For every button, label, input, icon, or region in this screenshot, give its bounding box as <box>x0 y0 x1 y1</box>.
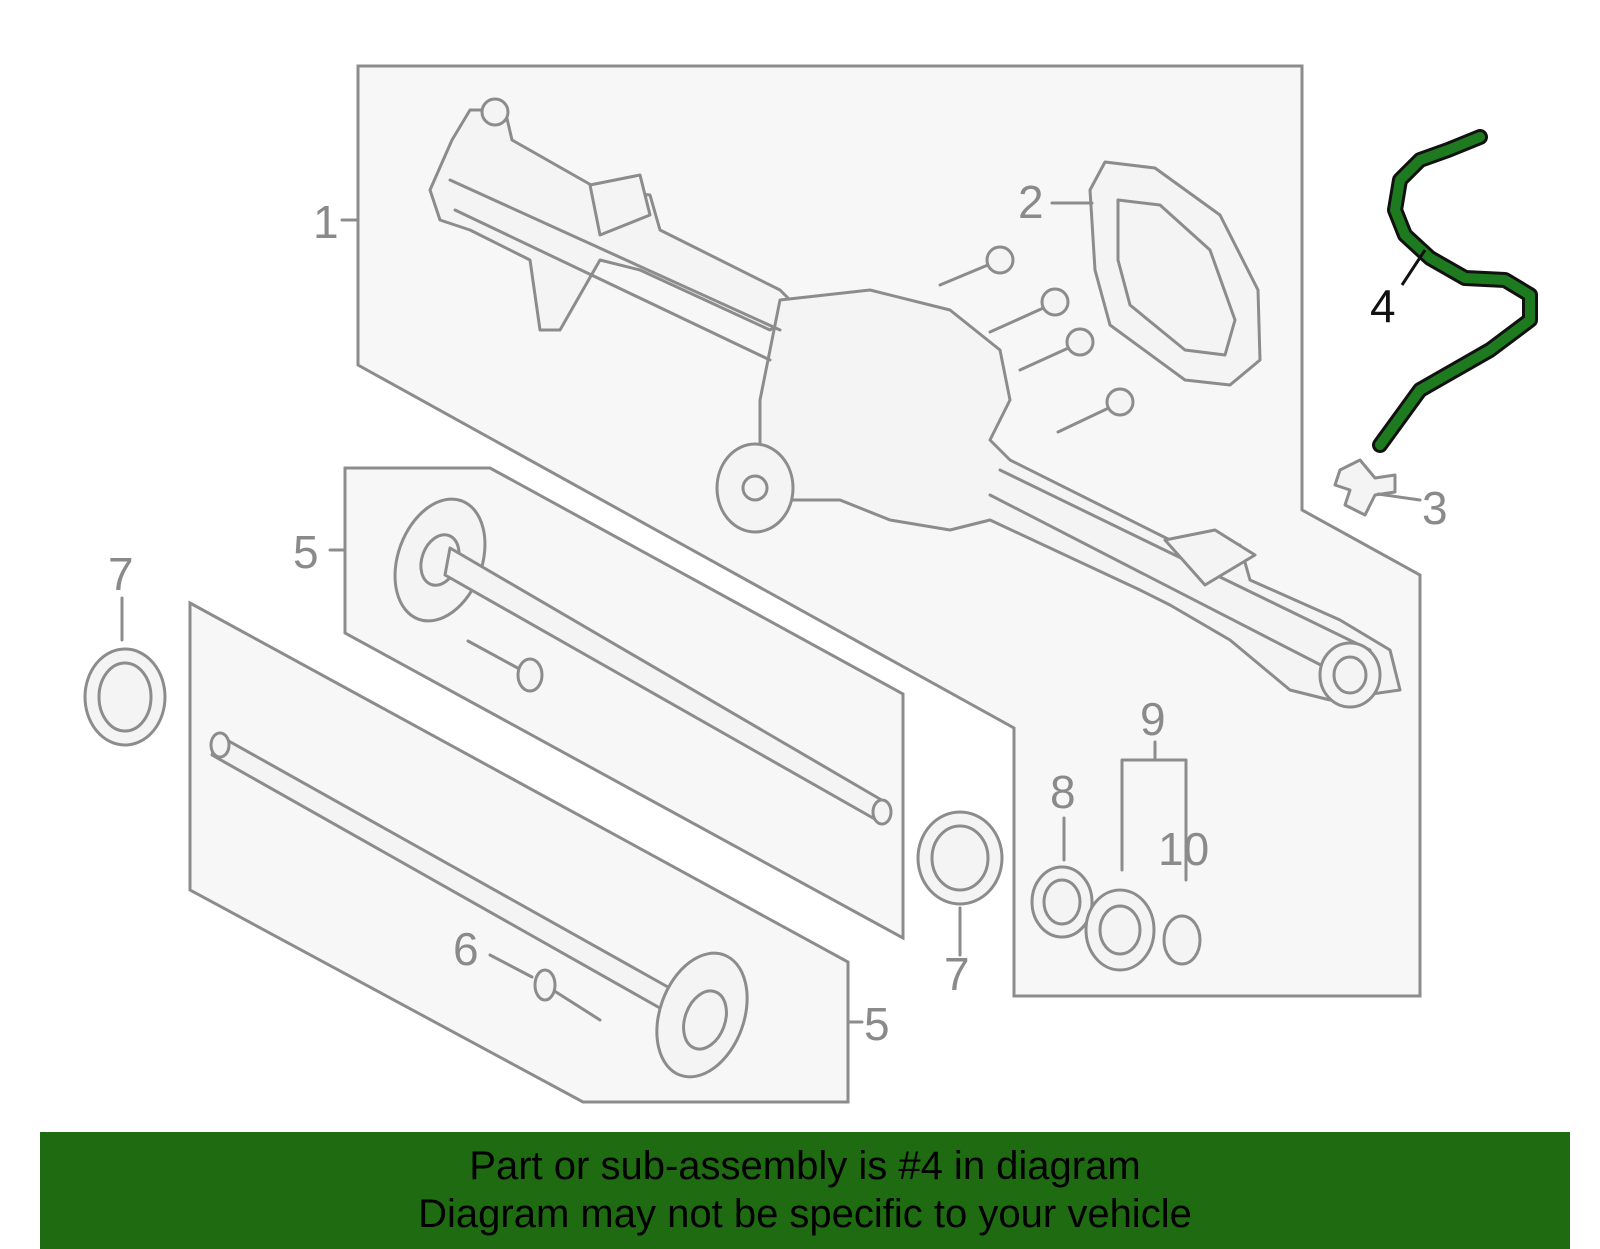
differential-cover <box>1088 160 1262 387</box>
banner-line-1: Part or sub-assembly is #4 in diagram <box>469 1144 1141 1188</box>
axle-shaft-lower <box>209 731 749 1079</box>
retainer-ring <box>1162 914 1202 966</box>
callout-6: 6 <box>453 923 479 975</box>
bearing-cup-left <box>83 647 167 747</box>
callout-1: 1 <box>313 196 339 248</box>
callout-2: 2 <box>1018 176 1044 228</box>
axle-housing <box>428 97 1402 709</box>
callout-8: 8 <box>1050 766 1076 818</box>
vent-tube-highlighted <box>1372 129 1538 453</box>
banner-line-2: Diagram may not be specific to your vehi… <box>418 1192 1192 1236</box>
callout-7-right: 7 <box>944 948 970 1000</box>
info-banner: Part or sub-assembly is #4 in diagram Di… <box>40 1132 1570 1249</box>
wheel-bearing <box>1084 888 1156 972</box>
wheel-stud <box>533 968 602 1022</box>
callout-4: 4 <box>1370 280 1396 332</box>
axle-seal <box>1030 865 1094 939</box>
callout-10: 10 <box>1158 823 1209 875</box>
callout-5-upper: 5 <box>293 526 319 578</box>
callout-9: 9 <box>1140 693 1166 745</box>
cover-bolts <box>938 245 1135 434</box>
callout-5-lower: 5 <box>864 998 890 1050</box>
bearing-cup-right <box>916 810 1004 906</box>
callout-7-left: 7 <box>108 548 134 600</box>
axle-shaft-upper <box>393 497 893 826</box>
leader-lines <box>120 201 1427 1024</box>
vent-clip <box>1333 458 1397 517</box>
callout-3: 3 <box>1422 482 1448 534</box>
